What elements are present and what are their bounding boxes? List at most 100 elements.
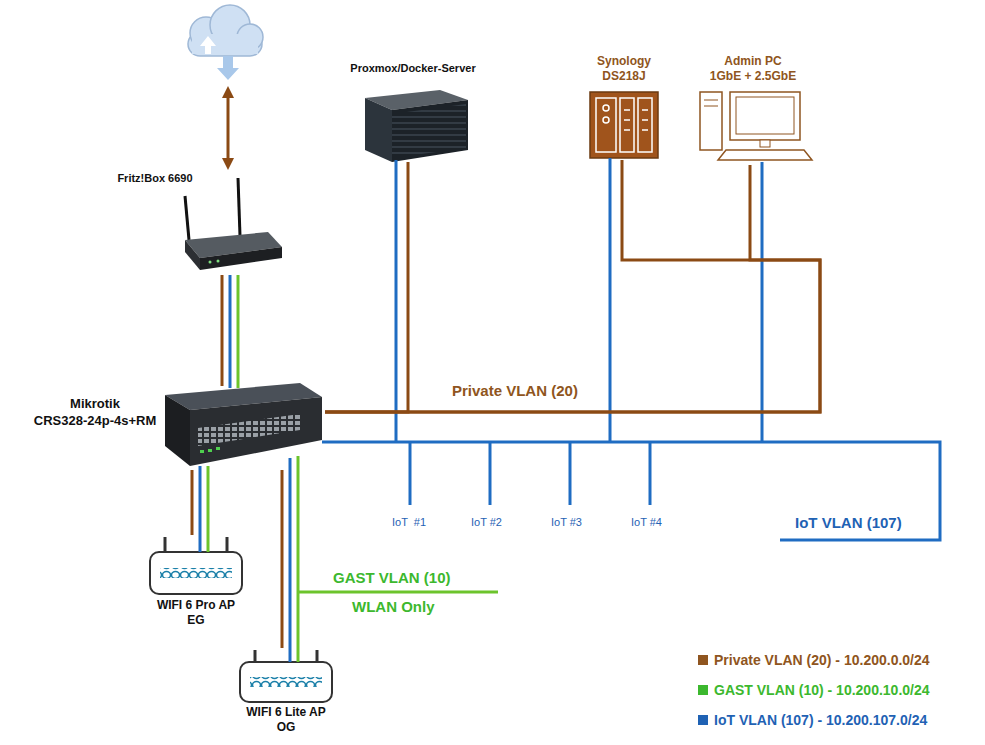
access-point-icon	[150, 537, 242, 594]
port-label: IoT #4	[631, 516, 662, 529]
iot-vlan-wire	[409, 442, 412, 505]
nas-icon	[620, 98, 634, 152]
device-label: OG	[225, 720, 347, 734]
legend-text: Private VLAN (20) - 10.200.0.0/24	[714, 652, 930, 668]
access-point-icon	[150, 552, 242, 594]
access-point-icon	[160, 568, 232, 578]
device-node: WIFI 6 Pro APEG	[140, 535, 254, 630]
device-node: Admin PC1GbE + 2.5GbE	[688, 50, 820, 165]
vlan-link	[191, 470, 194, 535]
router-icon	[238, 178, 240, 236]
pc-icon	[704, 106, 718, 107]
cloud-icon	[200, 36, 216, 54]
vlan-label: Private VLAN (20)	[452, 382, 578, 400]
access-point-icon	[250, 677, 322, 687]
device-node: WIFI 6 Lite APOG	[225, 648, 349, 740]
cloud-icon	[188, 5, 263, 80]
nas-icon	[642, 129, 648, 131]
vlan-link	[281, 470, 284, 648]
router-icon	[185, 196, 189, 240]
router-icon	[217, 260, 220, 263]
device-label: Proxmox/Docker-Server	[338, 62, 488, 75]
access-point-icon	[240, 662, 332, 702]
vlan-link	[325, 160, 820, 412]
legend-swatch	[698, 655, 708, 665]
nas-icon	[638, 98, 652, 152]
server-icon	[392, 100, 468, 162]
iot-vlan-wire	[322, 442, 940, 540]
cloud-icon	[217, 56, 239, 80]
switch-icon	[190, 397, 322, 466]
switch-icon	[165, 395, 190, 466]
port-label: IoT #3	[551, 516, 582, 529]
iot-vlan-wire	[200, 158, 940, 662]
legend-swatch	[698, 685, 708, 695]
legend-text: IoT VLAN (107) - 10.200.107.0/24	[714, 712, 927, 728]
vlan-label: GAST VLAN (10)	[333, 569, 451, 587]
pc-icon	[704, 100, 718, 101]
guest-vlan-wire	[207, 466, 210, 552]
legend-text: GAST VLAN (10) - 10.200.10.0/24	[714, 682, 930, 698]
nas-icon	[624, 129, 630, 131]
server-icon	[392, 104, 466, 158]
legend-entry: GAST VLAN (10) - 10.200.10.0/24	[698, 682, 930, 698]
iot-vlan-wire	[649, 442, 652, 505]
device-node: Fritz!Box 6690	[95, 170, 295, 275]
switch-icon	[216, 447, 220, 450]
legend-entry: Private VLAN (20) - 10.200.0.0/24	[698, 652, 930, 668]
note-label: WLAN Only	[352, 598, 435, 616]
nas-icon	[642, 119, 648, 121]
legend-swatch	[698, 715, 708, 725]
vlan-link	[325, 165, 820, 412]
cloud-icon	[188, 32, 262, 56]
access-point-icon	[316, 650, 319, 662]
guest-vlan-wire	[237, 275, 240, 388]
router-icon	[185, 178, 282, 270]
pc-icon	[760, 140, 770, 147]
device-label: CRS328-24p-4s+RM	[25, 413, 165, 429]
guest-vlan-wire	[298, 591, 498, 594]
nas-icon	[624, 119, 630, 121]
device-node: SynologyDS218J	[578, 50, 672, 160]
router-icon	[185, 240, 200, 270]
iot-vlan-wire	[761, 162, 764, 442]
iot-vlan-wire	[289, 458, 292, 662]
device-node: MikrotikCRS328-24p-4s+RM	[25, 386, 325, 470]
access-point-icon	[254, 650, 257, 662]
port-label: IoT #1	[392, 516, 426, 529]
device-label: Mikrotik	[25, 396, 165, 412]
pc-icon	[736, 97, 794, 134]
legend-entry: IoT VLAN (107) - 10.200.107.0/24	[698, 712, 927, 728]
iot-vlan-wire	[569, 442, 572, 505]
nas-icon	[642, 109, 648, 111]
switch-icon	[198, 414, 300, 446]
access-point-icon	[226, 537, 229, 552]
access-point-icon	[240, 650, 332, 702]
access-point-icon	[164, 537, 167, 552]
device-label: WIFI 6 Lite AP	[225, 705, 347, 719]
device-label: EG	[140, 613, 252, 627]
nas-icon	[624, 109, 630, 111]
router-icon	[209, 261, 212, 264]
nas-icon	[590, 92, 658, 158]
pc-icon	[700, 92, 812, 160]
vlan-link	[221, 275, 224, 386]
device-label: DS218J	[578, 69, 670, 83]
pc-icon	[700, 92, 722, 150]
device-node: Proxmox/Docker-Server	[338, 58, 490, 162]
guest-vlan-wire	[297, 456, 300, 662]
cloud-icon	[192, 34, 258, 54]
nas-icon	[603, 117, 609, 123]
router-icon	[200, 247, 282, 270]
server-icon	[365, 98, 392, 162]
iot-vlan-wire	[229, 275, 232, 388]
nas-icon	[603, 105, 609, 111]
iot-vlan-wire	[489, 442, 492, 505]
iot-vlan-wire	[395, 160, 398, 442]
port-label: IoT #2	[471, 516, 502, 529]
